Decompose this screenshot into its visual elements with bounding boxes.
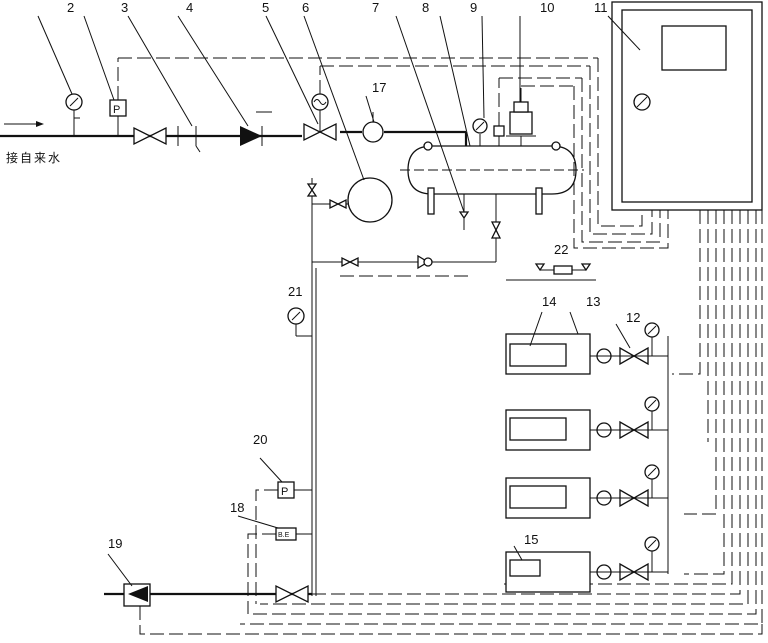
level-switch-symbol: B.E (278, 532, 290, 539)
label-8: 8 (422, 0, 429, 15)
outlet-pressure-switch: P (255, 481, 312, 604)
label-7: 7 (372, 0, 379, 15)
label-4: 4 (186, 0, 193, 15)
label-9: 9 (470, 0, 477, 15)
label-6: 6 (302, 0, 309, 15)
label-11: 11 (594, 0, 608, 15)
label-14: 14 (542, 294, 556, 309)
inlet-gate-valve (133, 126, 167, 146)
label-3: 3 (121, 0, 128, 15)
main-inlet-pipe: 接自来水 (0, 121, 468, 165)
pump-header (506, 279, 669, 574)
pressure-tank (400, 141, 584, 239)
bypass-valve-22 (534, 263, 592, 275)
inlet-caption: 接自来水 (6, 150, 62, 165)
label-17: 17 (372, 80, 386, 95)
label-5: 5 (262, 0, 269, 15)
riser-pressure-gauge (287, 307, 312, 337)
control-cabinet (611, 1, 763, 211)
pump-unit-3 (505, 464, 668, 519)
air-pressure-tank (306, 177, 393, 223)
outlet-pressure-switch-symbol: P (281, 486, 288, 498)
inlet-pressure-switch: P (109, 57, 598, 136)
label-19: 19 (108, 536, 122, 551)
label-15: 15 (524, 532, 538, 547)
label-18: 18 (230, 500, 244, 515)
outlet-pipe (104, 583, 312, 607)
pump-unit-2 (505, 396, 668, 451)
tank-pressure-gauge (472, 77, 582, 146)
electric-control-valve (303, 65, 590, 142)
outlet-level-switch: B.E (247, 527, 312, 614)
pump-unit-4 (505, 536, 668, 593)
label-2: 2 (67, 0, 74, 15)
riser-pipe (311, 204, 497, 596)
control-signal-lines (139, 58, 763, 635)
pump-unit-1 (505, 322, 668, 375)
inlet-check-valve (240, 111, 272, 146)
label-13: 13 (586, 294, 600, 309)
level-controller (506, 85, 574, 146)
label-10: 10 (540, 0, 554, 15)
label-22: 22 (554, 242, 568, 257)
label-20: 20 (253, 432, 267, 447)
label-12: 12 (626, 310, 640, 325)
inlet-pressure-gauge (65, 93, 83, 136)
flow-meter (362, 112, 384, 143)
leader-lines (37, 15, 641, 587)
pressure-switch-symbol: P (113, 104, 120, 116)
label-21: 21 (288, 284, 302, 299)
flexible-joint (177, 126, 201, 153)
